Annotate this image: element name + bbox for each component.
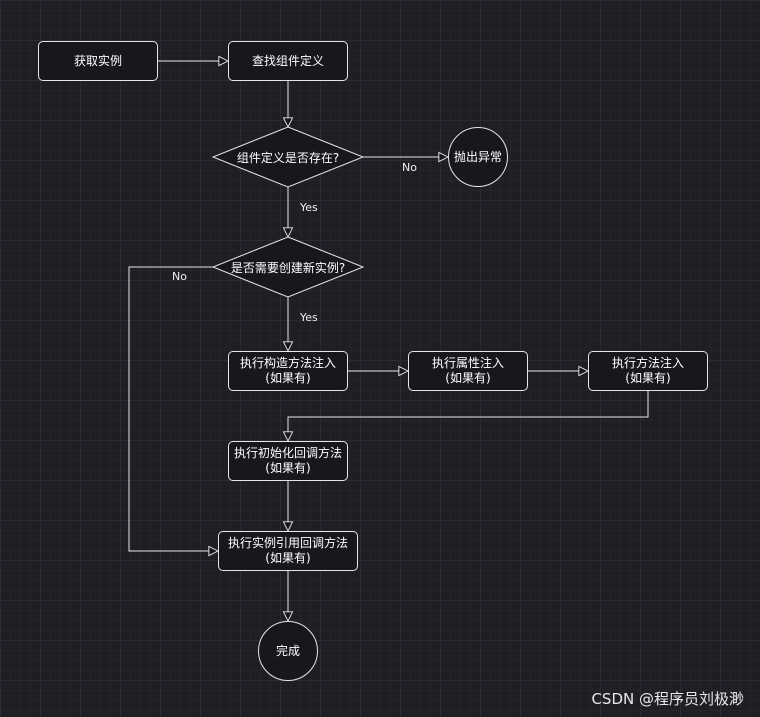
edge-label-exists-yes: Yes [300, 201, 318, 214]
edge-label-exists-no: No [402, 161, 417, 174]
node-method-injection-label: 执行方法注入 (如果有) [611, 356, 684, 385]
decision-definition-exists [211, 126, 365, 188]
node-method-injection: 执行方法注入 (如果有) [588, 351, 708, 391]
node-property-injection-label: 执行属性注入 (如果有) [431, 356, 504, 385]
node-get-instance: 获取实例 [38, 41, 158, 81]
decision-definition-exists-label: 组件定义是否存在? [236, 150, 340, 165]
node-throw-exception: 抛出异常 [448, 127, 508, 187]
node-instance-ref-callback: 执行实例引用回调方法 (如果有) [218, 531, 358, 571]
node-init-callback-label: 执行初始化回调方法 (如果有) [233, 446, 342, 475]
node-done: 完成 [258, 621, 318, 681]
node-get-instance-label: 获取实例 [73, 53, 122, 68]
decision-need-new-instance-label: 是否需要创建新实例? [230, 260, 346, 275]
node-throw-exception-label: 抛出异常 [453, 149, 502, 164]
node-constructor-injection: 执行构造方法注入 (如果有) [228, 351, 348, 391]
node-constructor-injection-label: 执行构造方法注入 (如果有) [239, 356, 336, 385]
edge-label-need-no: No [172, 270, 187, 283]
edge-label-need-yes: Yes [300, 311, 318, 324]
watermark: CSDN @程序员刘极渺 [591, 690, 744, 708]
node-find-definition: 查找组件定义 [228, 41, 348, 81]
node-init-callback: 执行初始化回调方法 (如果有) [228, 441, 348, 481]
node-find-definition-label: 查找组件定义 [251, 53, 324, 68]
node-instance-ref-callback-label: 执行实例引用回调方法 (如果有) [227, 536, 348, 565]
edge-need-no [128, 266, 218, 551]
decision-need-new-instance [211, 236, 365, 298]
node-property-injection: 执行属性注入 (如果有) [408, 351, 528, 391]
node-done-label: 完成 [275, 643, 300, 658]
edge-method-to-init [288, 391, 649, 441]
